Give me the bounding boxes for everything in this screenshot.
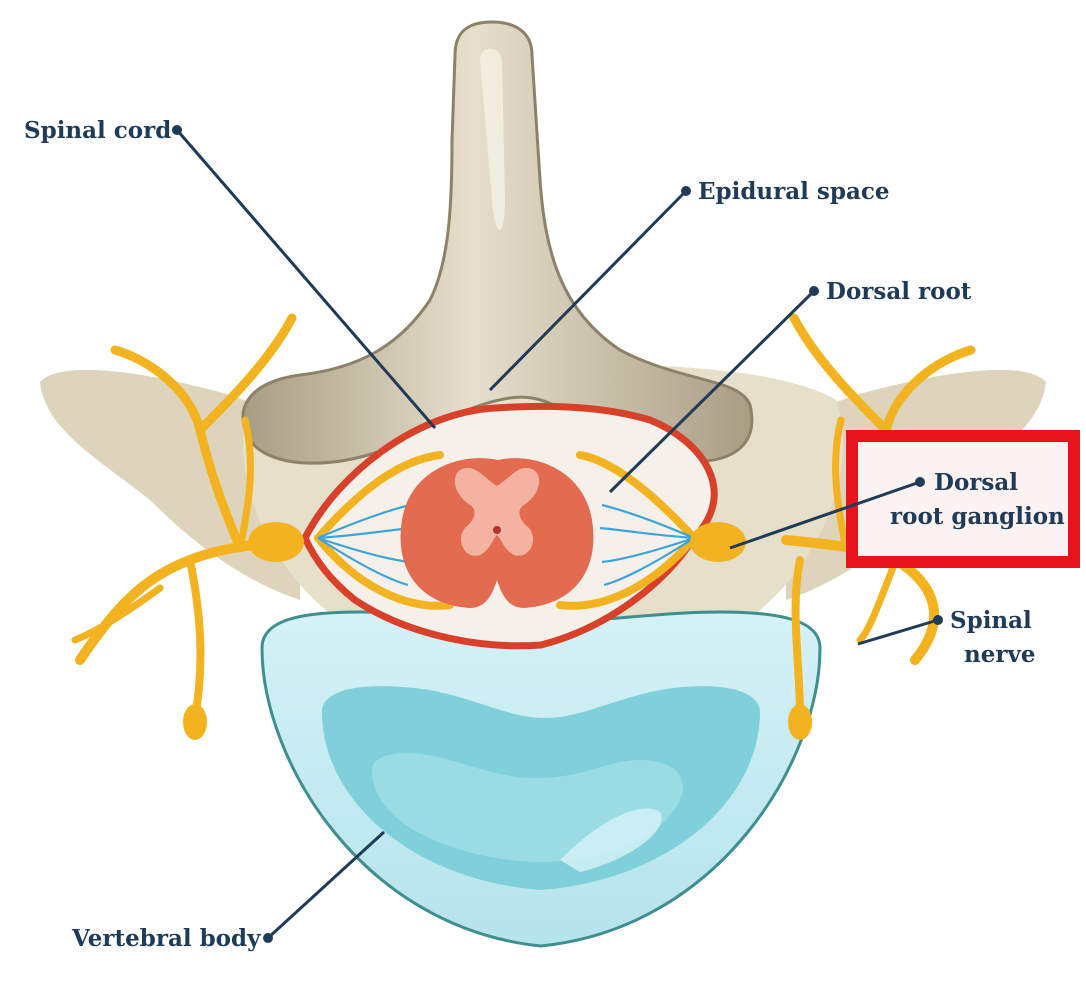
leader-epidural-space	[488, 189, 688, 392]
leader-dots	[172, 125, 943, 943]
central-canal	[493, 526, 501, 534]
leader-dorsal-root	[608, 289, 816, 494]
label-vertebral-body: Vertebral body	[71, 925, 261, 952]
label-spinal-nerve-line1: Spinal	[950, 607, 1032, 634]
spinous-highlight	[480, 48, 505, 230]
nerve-bulb-right	[788, 704, 812, 740]
dorsal-root-ganglion-left	[248, 522, 304, 562]
label-spinal-cord: Spinal cord	[24, 117, 171, 144]
label-dorsal-root: Dorsal root	[826, 278, 972, 305]
leader-spinal-cord	[175, 129, 437, 429]
label-spinal-nerve-line2: nerve	[964, 641, 1035, 668]
leader-vertebral-body	[266, 830, 386, 940]
nerve-bulb-left	[183, 704, 207, 740]
dot-vertebral-body	[263, 933, 273, 943]
vertebral-body-gloss	[560, 808, 662, 872]
highlight-box	[846, 430, 1080, 568]
dot-spinal-nerve	[933, 615, 943, 625]
leader-spinal-nerve	[857, 618, 939, 646]
grey-matter	[454, 467, 540, 556]
dot-spinal-cord	[172, 125, 182, 135]
leader-lines	[175, 129, 939, 940]
leader-dorsal-root-ganglion	[729, 480, 921, 550]
label-dorsal-root-ganglion-line2: root ganglion	[890, 503, 1065, 530]
nerve-roots	[314, 451, 698, 610]
dot-dorsal-root-ganglion	[915, 477, 925, 487]
label-epidural-space: Epidural space	[698, 178, 890, 205]
dorsal-root-ganglion-right	[690, 522, 746, 562]
dot-epidural-space	[681, 186, 691, 196]
dot-dorsal-root	[809, 286, 819, 296]
label-dorsal-root-ganglion-line1: Dorsal	[934, 469, 1018, 496]
